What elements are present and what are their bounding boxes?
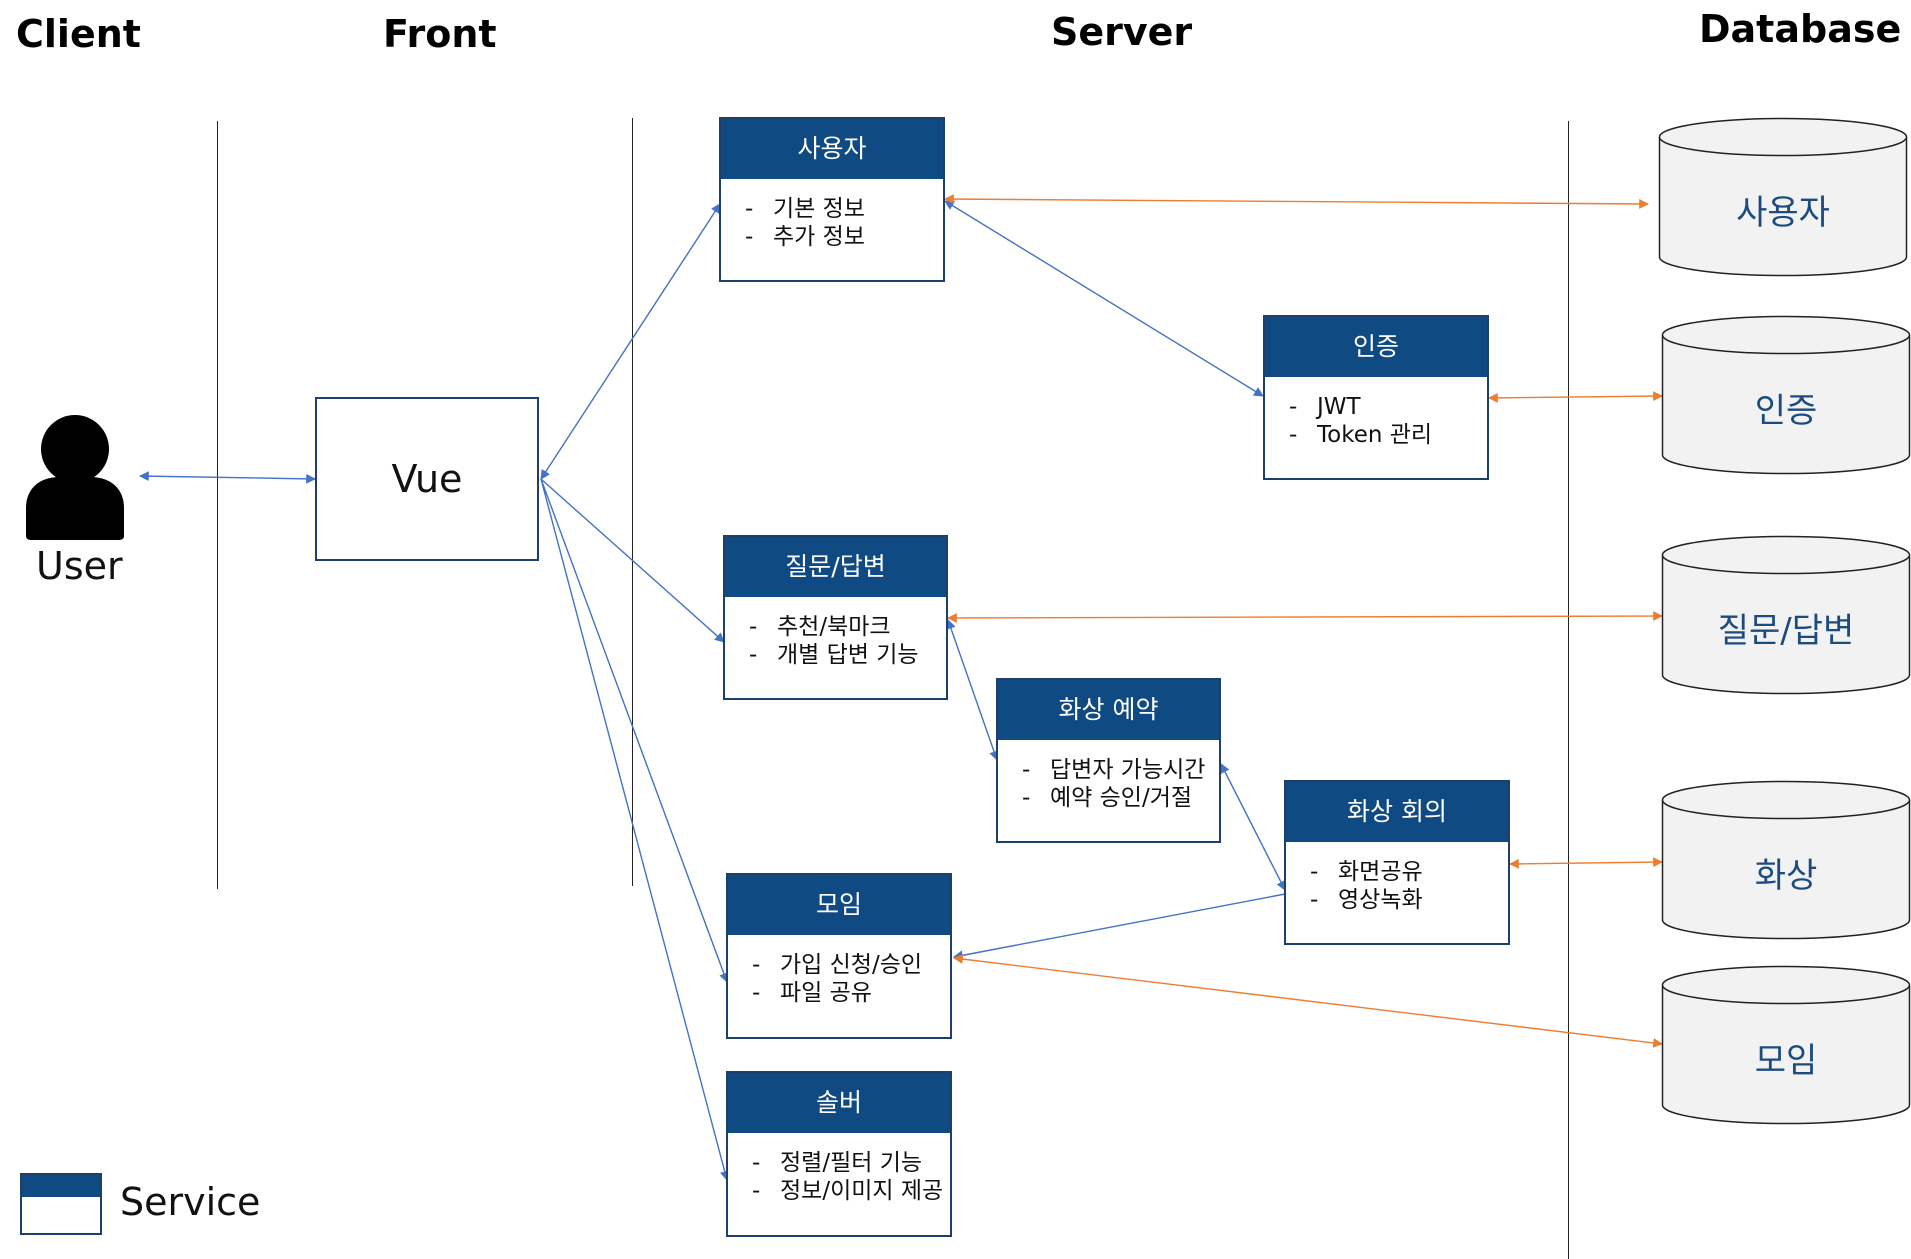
- service-qna-title: 질문/답변: [725, 537, 946, 597]
- column-title-client: Client: [16, 12, 141, 56]
- database-video: 화상: [1661, 780, 1911, 940]
- divider-client-front: [217, 121, 218, 889]
- service-reservation: 화상 예약 답변자 가능시간 예약 승인/거절: [996, 678, 1221, 843]
- database-auth-label: 인증: [1754, 391, 1818, 431]
- database-icon: [1661, 965, 1911, 1125]
- column-title-database: Database: [1699, 7, 1902, 51]
- service-group-title: 모임: [728, 875, 950, 935]
- database-user-label: 사용자: [1736, 193, 1830, 233]
- service-item: 기본 정보: [745, 195, 943, 223]
- service-item: 예약 승인/거절: [1022, 784, 1219, 812]
- database-user: 사용자: [1658, 117, 1908, 277]
- service-auth: 인증 JWT Token 관리: [1263, 315, 1489, 480]
- arrow-reservation-meeting: [1220, 763, 1286, 891]
- arrow-vue-qna-service: [540, 478, 725, 643]
- legend-service-label: Service: [120, 1180, 261, 1224]
- service-item: 개별 답변 기능: [749, 641, 946, 669]
- service-group: 모임 가입 신청/승인 파일 공유: [726, 873, 952, 1039]
- arrow-vue-solver-service: [540, 478, 730, 1181]
- arrow-qna-reservation: [946, 619, 999, 761]
- service-solver: 솔버 정렬/필터 기능 정보/이미지 제공: [726, 1071, 952, 1237]
- database-group: 모임: [1661, 965, 1911, 1125]
- service-item: 가입 신청/승인: [752, 951, 950, 979]
- user-label: User: [36, 544, 123, 588]
- arrow-vue-group-service: [540, 478, 729, 983]
- service-item: 답변자 가능시간: [1022, 756, 1219, 784]
- vue-label: Vue: [391, 457, 463, 501]
- database-qna-label: 질문/답변: [1717, 611, 1855, 651]
- service-item: 파일 공유: [752, 979, 950, 1007]
- service-meeting: 화상 회의 화면공유 영상녹화: [1284, 780, 1510, 945]
- service-item: 정보/이미지 제공: [752, 1177, 950, 1205]
- service-item: Token 관리: [1289, 421, 1487, 449]
- database-icon: [1661, 315, 1911, 475]
- service-item: JWT: [1289, 393, 1487, 421]
- service-reservation-title: 화상 예약: [998, 680, 1219, 740]
- arrow-auth-db: [1488, 391, 1663, 403]
- vue-frontend-box: Vue: [315, 397, 539, 561]
- arrow-user-service-auth: [944, 200, 1264, 397]
- arrow-meeting-group: [953, 893, 1286, 961]
- service-meeting-title: 화상 회의: [1286, 782, 1508, 842]
- column-title-front: Front: [383, 12, 497, 56]
- divider-front-server: [632, 118, 633, 886]
- service-item: 화면공유: [1310, 858, 1508, 886]
- service-user-items: 기본 정보 추가 정보: [721, 179, 943, 251]
- service-user: 사용자 기본 정보 추가 정보: [719, 117, 945, 282]
- arrow-group-db: [953, 954, 1663, 1048]
- arrow-meeting-db: [1509, 857, 1663, 869]
- service-meeting-items: 화면공유 영상녹화: [1286, 842, 1508, 914]
- database-icon: [1658, 117, 1908, 277]
- database-icon: [1661, 780, 1911, 940]
- service-qna-items: 추천/북마크 개별 답변 기능: [725, 597, 946, 669]
- database-icon: [1661, 535, 1911, 695]
- service-qna: 질문/답변 추천/북마크 개별 답변 기능: [723, 535, 948, 700]
- service-user-title: 사용자: [721, 119, 943, 179]
- service-item: 추천/북마크: [749, 613, 946, 641]
- legend-service-swatch: [20, 1173, 102, 1235]
- arrow-qna-db: [947, 611, 1663, 623]
- legend-swatch-header: [22, 1175, 100, 1197]
- database-group-label: 모임: [1754, 1041, 1818, 1081]
- database-video-label: 화상: [1754, 856, 1818, 896]
- service-item: 추가 정보: [745, 223, 943, 251]
- service-auth-items: JWT Token 관리: [1265, 377, 1487, 449]
- user-icon: [26, 415, 124, 540]
- service-reservation-items: 답변자 가능시간 예약 승인/거절: [998, 740, 1219, 812]
- service-group-items: 가입 신청/승인 파일 공유: [728, 935, 950, 1007]
- service-solver-items: 정렬/필터 기능 정보/이미지 제공: [728, 1133, 950, 1205]
- service-solver-title: 솔버: [728, 1073, 950, 1133]
- divider-server-database: [1568, 121, 1569, 1259]
- arrow-user-service-db: [944, 194, 1649, 209]
- service-auth-title: 인증: [1265, 317, 1487, 377]
- service-item: 영상녹화: [1310, 886, 1508, 914]
- arrow-vue-user-service: [540, 203, 721, 480]
- database-qna: 질문/답변: [1661, 535, 1911, 695]
- database-auth: 인증: [1661, 315, 1911, 475]
- service-item: 정렬/필터 기능: [752, 1149, 950, 1177]
- arrow-user-vue: [139, 471, 316, 484]
- column-title-server: Server: [1051, 10, 1193, 54]
